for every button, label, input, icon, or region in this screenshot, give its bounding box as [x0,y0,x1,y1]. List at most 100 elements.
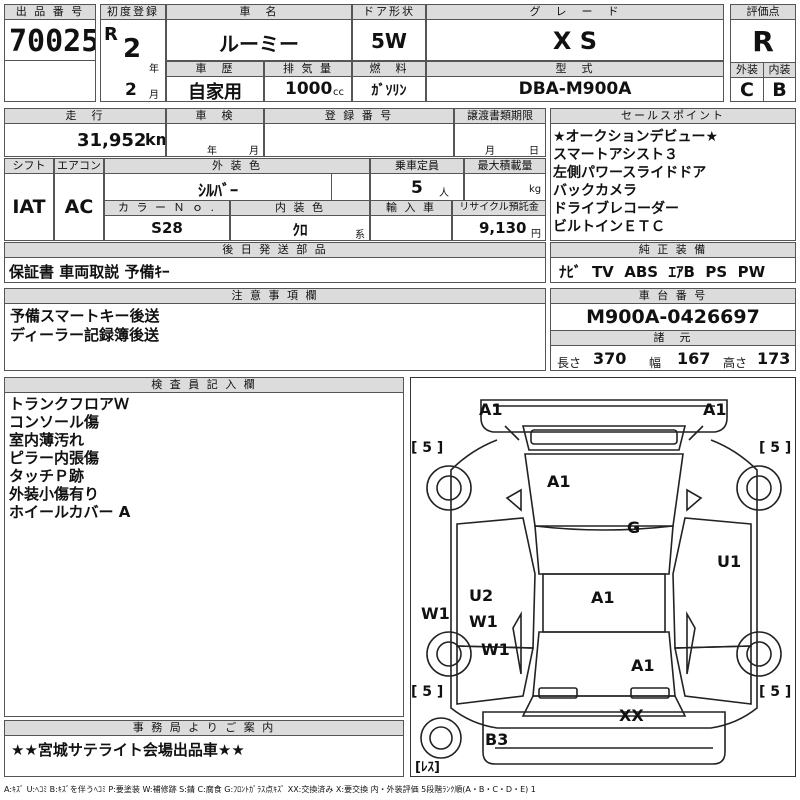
sales-point-item: ドライブレコーダー [553,201,679,217]
shift-box: IAT [4,173,54,241]
legend: A:ｷｽﾞ U:ﾍｺﾐ B:ｷｽﾞを伴うﾍｺﾐ P:要塗装 W:補修跡 S:錆 … [4,785,536,794]
displacement-box: 1000 cc [264,76,352,102]
mark-roof: A1 [591,588,615,607]
interior-score: B [772,79,787,101]
model-label: 型 式 [426,61,724,77]
sales-point-item: ビルトインＥＴＣ [553,219,665,235]
mark-hood: A1 [547,472,571,491]
equipment-box: ﾅﾋﾞ TV ABS ｴｱB PS PW [550,257,796,283]
fuel: ｶﾞｿﾘﾝ [371,83,407,99]
score: R [752,25,774,58]
mark-left-rear-w1: W1 [481,640,510,659]
note-line: 予備スマートキー後送 [10,307,160,325]
int-color-label: 内 装 色 [230,200,370,216]
color-box: ｼﾙﾊﾞｰ [104,173,332,201]
model-code: DBA-M900A [518,79,632,99]
door-type: 5W [371,29,407,53]
mark-front-right: A1 [703,400,727,419]
model-box: DBA-M900A [426,76,724,102]
inspector-line: 室内薄汚れ [9,431,85,449]
fuel-label: 燃 料 [352,61,426,77]
max-load-box: kg [464,173,546,201]
spare-tire: [ﾚｽ] [415,760,440,775]
reg-month: 2 [125,80,137,100]
inspection-year-unit: 年 [207,146,217,157]
reg-no-label: 登 録 番 号 [264,108,454,124]
import-box [370,215,452,241]
inspector-line: ピラー内張傷 [9,449,100,467]
notes-label: 注 意 事 項 欄 [4,288,546,304]
mark-front-left: A1 [479,400,503,419]
inspector-box: トランクフロアＷ コンソール傷 室内薄汚れ ピラー内張傷 タッチＰ跡 外装小傷有… [4,392,404,717]
capacity-unit: 人 [439,188,449,199]
mark-rear-bumper: B3 [485,730,509,749]
transfer-month: 月 [485,146,495,157]
color-label: 外 装 色 [104,158,370,174]
mark-left-door-u2: U2 [469,586,494,605]
displacement-unit: cc [333,87,344,98]
mark-left-door-w1: W1 [469,612,498,631]
car-name: ルーミー [219,32,299,56]
length-label: 長さ [557,356,582,370]
capacity-label: 乗車定員 [370,158,464,174]
year-unit: 年 [149,64,159,75]
car-name-label: 車 名 [166,4,352,20]
door-label: ドア形状 [352,4,426,20]
fuel-box: ｶﾞｿﾘﾝ [352,76,426,102]
notes-box: 予備スマートキー後送 ディーラー記録簿後送 [4,303,546,371]
transfer-day: 日 [529,146,539,157]
equipment: ﾅﾋﾞ TV ABS ｴｱB PS PW [559,263,766,281]
length: 370 [593,349,627,368]
capacity: 5 [411,178,423,198]
shift: IAT [12,196,46,218]
ac: AC [64,196,94,218]
mileage-label: 走 行 [4,108,166,124]
color: ｼﾙﾊﾞｰ [197,181,238,200]
door-box: 5W [352,19,426,61]
later-parts: 保証書 車両取説 予備ｷｰ [9,263,170,281]
damage-diagram: A1 A1 A1 G U1 U2 W1 W1 W1 A1 A1 XX B3 [ … [410,377,796,777]
mark-windshield: G [627,518,641,537]
inspector-line: タッチＰ跡 [9,467,85,485]
width-label: 幅 [649,356,662,370]
grade: X S [552,27,598,55]
exterior-box: C [730,77,764,102]
sales-points-label: セールスポイント [550,108,796,124]
exterior-label: 外装 [730,62,764,78]
lot-no-label: 出 品 番 号 [4,4,96,20]
displacement: 1000 [285,79,333,99]
score-label: 評価点 [730,4,796,20]
recycle-fee: 9,130 [479,219,527,237]
office-label: 事 務 局 よ り ご 案 内 [4,720,404,736]
tire-left-rear: [ 5 ] [411,684,444,700]
interior-box: B [763,77,796,102]
height-label: 高さ [723,356,748,370]
recycle-box: 9,130 円 [452,215,546,241]
office-notice: ★★宮城サテライト会場出品車★★ [11,741,245,759]
sales-points-box: ★オークションデビュー★ スマートアシスト３ 左側パワースライドドア バックカメ… [550,123,796,241]
int-color-box: ｸﾛ 系 [230,215,370,241]
era: R [104,24,118,45]
height: 173 [757,349,791,368]
lot-no-box: 70025 [4,19,96,61]
grade-box: X S [426,19,724,61]
transfer-box: 月 日 [454,123,546,157]
shift-label: シフト [4,158,54,174]
inspection-label: 車 検 [166,108,264,124]
ac-label: エアコン [54,158,104,174]
later-parts-label: 後 日 発 送 部 品 [4,242,546,258]
int-color-unit: 系 [355,230,365,241]
transfer-label: 譲渡書類期限 [454,108,546,124]
chassis-number: M900A-0426697 [586,306,760,328]
recycle-label: リサイクル預託金 [452,200,546,216]
tire-right-front: [ 5 ] [759,440,792,456]
mileage-value: 31,952 [77,130,147,151]
equipment-label: 純 正 装 備 [550,242,796,258]
inspector-line: 外装小傷有り [9,485,100,503]
sales-point-item: ★オークションデビュー★ [553,129,719,145]
color-extra-box [331,173,370,201]
max-load-unit: kg [529,184,542,195]
import-label: 輸 入 車 [370,200,452,216]
note-line: ディーラー記録簿後送 [10,326,159,344]
dimensions-box: 長さ 370 幅 167 高さ 173 [550,345,796,371]
